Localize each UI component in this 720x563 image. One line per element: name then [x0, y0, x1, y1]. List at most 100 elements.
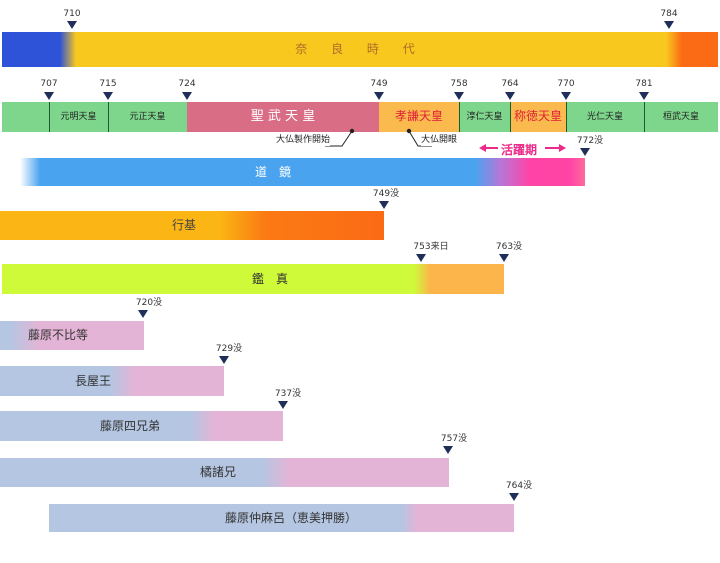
moroe-death-label: 757没 [440, 434, 468, 444]
nagaya-death-label: 729没 [215, 344, 243, 354]
emperor-tick-label: 758 [450, 79, 468, 89]
emperor-tick: 764 [490, 79, 530, 89]
emperor-tick-marker [182, 92, 192, 100]
moroe-bar: 橘諸兄 [0, 458, 449, 487]
emperor-label-kanmu: 桓武天皇 [662, 112, 699, 122]
dokyo-bar: 道 鏡 [20, 158, 585, 186]
emperor-tick-marker [639, 92, 649, 100]
dokyo-death-marker [580, 148, 590, 156]
emperor-label-shomu: 聖 武 天 皇 [250, 109, 316, 124]
emperor-tick-marker [374, 92, 384, 100]
ganjin-death-marker [499, 254, 509, 262]
era-bar: 奈 良 時 代 [2, 32, 718, 67]
emperor-label-gensho: 元正天皇 [129, 112, 166, 122]
emperor-tick: 781 [624, 79, 664, 89]
emperor-tick-marker [454, 92, 464, 100]
emperor-segment-koken [379, 102, 459, 132]
emperor-segment-konin [566, 102, 644, 132]
active-period-arrow-shaft-right [545, 147, 559, 149]
gyoki-label: 行基 [172, 218, 197, 232]
fuhito-label: 藤原不比等 [28, 328, 89, 342]
emperor-segment-shomu [187, 102, 379, 132]
four-brothers-death-marker [278, 401, 288, 409]
four-brothers-death-tick: 737没 [268, 389, 308, 399]
ganjin-arrival-tick: 753来日 [406, 242, 456, 252]
emperor-tick: 749 [359, 79, 399, 89]
emperor-tick-label: 749 [370, 79, 388, 89]
era-end-label: 784 [660, 9, 678, 19]
daibutsu-open-dot [406, 128, 412, 134]
emperor-tick-marker [561, 92, 571, 100]
emperor-tick-marker [44, 92, 54, 100]
nagaya-bar: 長屋王 [0, 366, 224, 396]
ganjin-arrival-marker [416, 254, 426, 262]
ganjin-label: 鑑 真 [252, 272, 289, 286]
emperor-segment-genmei [2, 102, 49, 132]
emperor-label-shotoku: 称徳天皇 [513, 109, 562, 123]
ganjin-death-label: 763没 [495, 242, 523, 252]
nagaya-label: 長屋王 [75, 374, 112, 388]
fuhito-death-label: 720没 [135, 298, 163, 308]
daibutsu-start-leader [325, 130, 353, 147]
moroe-death-tick: 757没 [434, 434, 474, 444]
nakamaro-bar: 藤原仲麻呂（恵美押勝） [49, 504, 514, 532]
active-period-arrow-right [559, 144, 566, 152]
emperor-label-genmei: 元明天皇 [60, 112, 97, 122]
daibutsu-start-note: 大仏製作開始 [276, 135, 331, 146]
emperor-label-konin: 光仁天皇 [586, 112, 623, 122]
active-period-label: 活躍期 [501, 143, 538, 157]
emperor-separator [108, 102, 109, 132]
four-brothers-label: 藤原四兄弟 [100, 419, 161, 433]
emperor-label-koken: 孝謙天皇 [394, 109, 443, 123]
emperor-tick-label: 764 [501, 79, 519, 89]
emperor-segment-junnin [459, 102, 510, 132]
era-label: 奈 良 時 代 [295, 42, 425, 56]
emperor-tick-label: 715 [99, 79, 117, 89]
four-brothers-bar: 藤原四兄弟 [0, 411, 283, 441]
nakamaro-death-tick: 764没 [499, 481, 539, 491]
daibutsu-start-dot [349, 128, 355, 134]
era-start-label: 710 [63, 9, 81, 19]
active-period-arrow-shaft-left [486, 147, 498, 149]
fuhito-bar: 藤原不比等 [0, 321, 144, 350]
dokyo-death-tick: 772没 [570, 136, 610, 146]
emperor-tick-label: 724 [178, 79, 196, 89]
ganjin-death-tick: 763没 [489, 242, 529, 252]
emperor-tick: 758 [439, 79, 479, 89]
emperor-separator [510, 102, 511, 132]
gyoki-death-label: 749没 [372, 189, 400, 199]
daibutsu-open-note: 大仏開眼 [421, 135, 458, 146]
ganjin-bar: 鑑 真 [2, 264, 504, 294]
dokyo-label: 道 鏡 [255, 165, 292, 179]
active-period-arrow-left [479, 144, 486, 152]
era-end-tick: 784 [649, 9, 689, 19]
era-start-tick: 710 [52, 9, 92, 19]
dokyo-death-label: 772没 [576, 136, 604, 146]
emperor-tick-label: 770 [557, 79, 575, 89]
emperor-segment-kanmu [644, 102, 718, 132]
emperor-segment-gensho [108, 102, 187, 132]
emperor-segment-shotoku [510, 102, 566, 132]
emperor-tick: 707 [29, 79, 69, 89]
emperor-tick: 770 [546, 79, 586, 89]
emperor-tick-marker [103, 92, 113, 100]
emperor-separator [459, 102, 460, 132]
emperor-tick-marker [505, 92, 515, 100]
nagaya-death-marker [219, 356, 229, 364]
ganjin-arrival-label: 753来日 [413, 242, 449, 252]
era-end-marker [664, 21, 674, 29]
emperor-separator [49, 102, 50, 132]
nagaya-death-tick: 729没 [209, 344, 249, 354]
emperor-separator [566, 102, 567, 132]
era-start-marker [67, 21, 77, 29]
emperor-tick-label: 781 [635, 79, 653, 89]
gyoki-bar: 行基 [0, 211, 384, 240]
daibutsu-open-leader [408, 130, 432, 147]
moroe-label: 橘諸兄 [200, 465, 237, 479]
nakamaro-death-marker [509, 493, 519, 501]
nakamaro-label: 藤原仲麻呂（恵美押勝） [225, 511, 358, 525]
emperor-tick: 715 [88, 79, 128, 89]
emperor-tick-label: 707 [40, 79, 58, 89]
